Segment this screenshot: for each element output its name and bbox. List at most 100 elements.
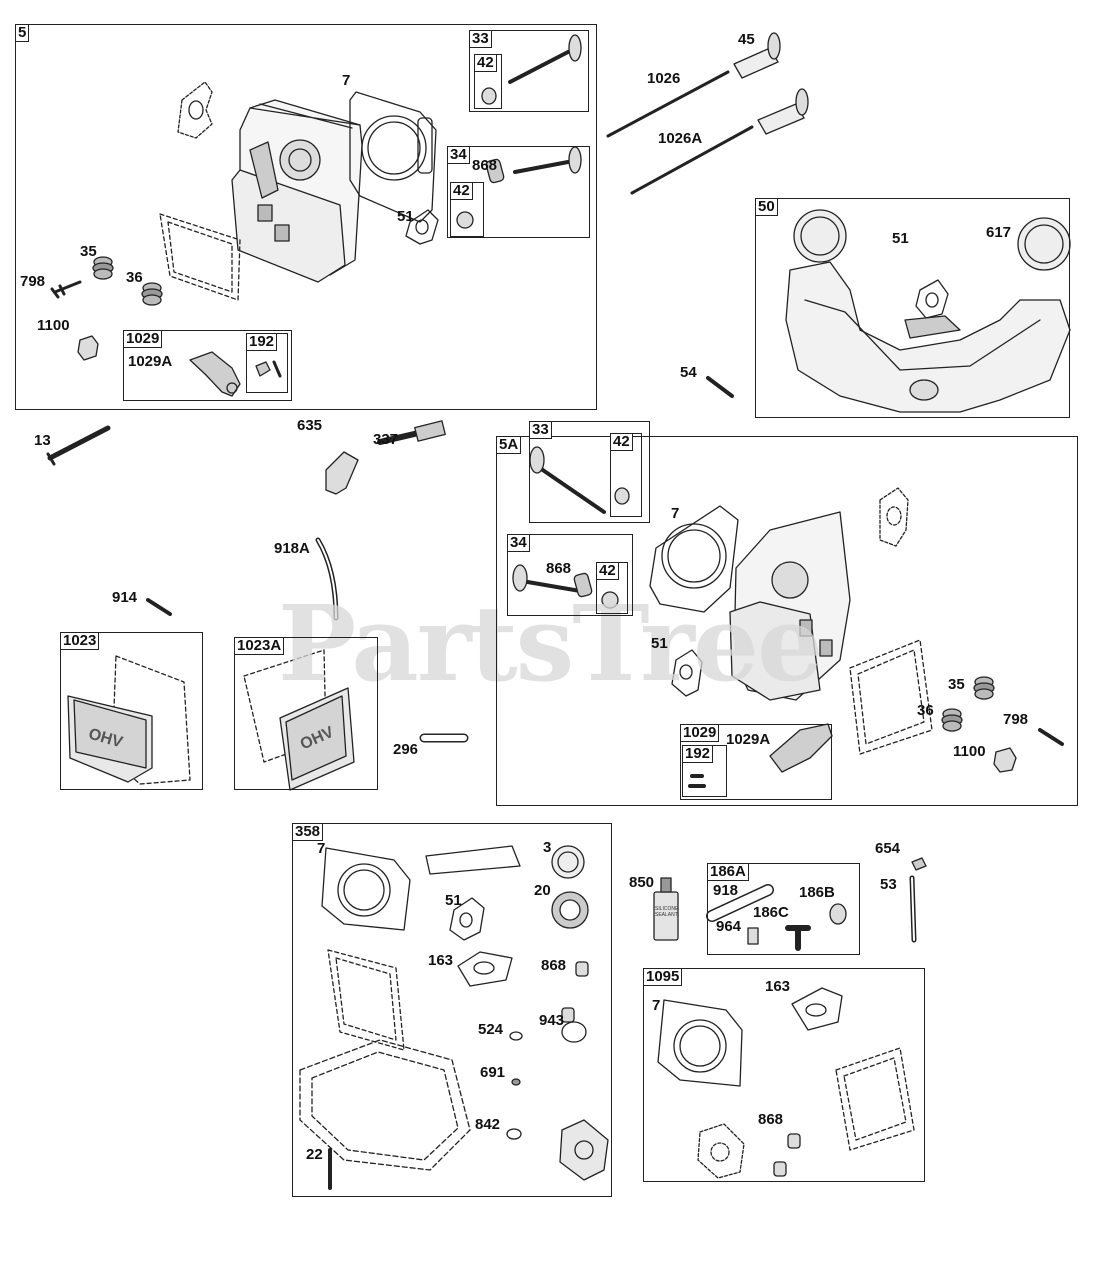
part-label[interactable]: 36 xyxy=(917,702,934,719)
part-label[interactable]: 524 xyxy=(478,1021,504,1038)
part-label[interactable]: 918A xyxy=(274,540,310,557)
part-label[interactable]: 337 xyxy=(373,431,399,448)
part-label[interactable]: 51 xyxy=(397,208,414,225)
part-label[interactable]: 868 xyxy=(758,1111,784,1128)
kit-box-5[interactable]: 5 xyxy=(15,24,597,410)
kit-number: 33 xyxy=(530,422,552,439)
kit-box-34[interactable]: 34 xyxy=(507,534,633,616)
part-label[interactable]: 964 xyxy=(716,918,742,935)
part-label[interactable]: 20 xyxy=(534,882,551,899)
part-label[interactable]: 868 xyxy=(472,157,498,174)
bolt-icon xyxy=(146,598,172,616)
part-label[interactable]: 36 xyxy=(126,269,143,286)
kit-box-1095[interactable]: 1095 xyxy=(643,968,925,1182)
kit-box-1029[interactable]: 1029 xyxy=(123,330,292,401)
part-label[interactable]: 3 xyxy=(543,839,552,856)
part-label[interactable]: 1026 xyxy=(647,70,681,87)
part-label[interactable]: 850 xyxy=(629,874,655,891)
part-label[interactable]: 798 xyxy=(20,273,46,290)
push-rod-icon xyxy=(606,70,730,138)
part-label[interactable]: 53 xyxy=(880,876,897,893)
part-label[interactable]: 654 xyxy=(875,840,901,857)
part-label[interactable]: 617 xyxy=(986,224,1012,241)
lifter-icon xyxy=(733,47,779,79)
part-label[interactable]: 163 xyxy=(428,952,454,969)
intake-manifold-icon xyxy=(785,261,1071,413)
kit-box-192[interactable]: 192 xyxy=(682,745,727,797)
kit-box-42[interactable]: 42 xyxy=(610,433,642,517)
part-label[interactable]: 35 xyxy=(80,243,97,260)
kit-box-33[interactable]: 33 xyxy=(469,30,589,112)
kit-box-42[interactable]: 42 xyxy=(474,54,502,109)
kit-number: 186A xyxy=(708,864,749,881)
part-label[interactable]: 635 xyxy=(297,417,323,434)
nut-icon xyxy=(77,335,99,361)
kit-number: 5 xyxy=(16,25,30,42)
kit-number: 42 xyxy=(451,183,473,200)
part-label[interactable]: 163 xyxy=(765,978,791,995)
part-label[interactable]: 35 xyxy=(948,676,965,693)
kit-box-358[interactable]: 358 xyxy=(292,823,612,1197)
kit-number: 1029 xyxy=(124,331,163,348)
bolt-icon xyxy=(706,376,734,398)
kit-number: 1029 xyxy=(681,725,720,742)
spark-plug-boot-icon xyxy=(325,451,359,495)
kit-number: 42 xyxy=(597,563,619,580)
part-label[interactable]: 7 xyxy=(317,840,326,857)
valve-cover-gasket-icon xyxy=(159,213,241,301)
kit-number: 1023 xyxy=(61,633,100,650)
kit-box-34[interactable]: 34 xyxy=(447,146,590,238)
kit-number: 34 xyxy=(448,147,470,164)
part-label[interactable]: 7 xyxy=(671,505,680,522)
part-label[interactable]: 918 xyxy=(713,882,739,899)
kit-box-1023A[interactable]: 1023A xyxy=(234,637,378,790)
part-label[interactable]: 51 xyxy=(445,892,462,909)
part-label[interactable]: 691 xyxy=(480,1064,506,1081)
kit-box-1023[interactable]: 1023 xyxy=(60,632,203,790)
kit-box-42[interactable]: 42 xyxy=(450,182,484,237)
part-label[interactable]: 868 xyxy=(541,957,567,974)
watermark: PartsTree xyxy=(278,582,823,705)
kit-number: 1023A xyxy=(235,638,285,655)
kit-box-50[interactable]: 50 xyxy=(755,198,1070,418)
part-label[interactable]: 1029A xyxy=(726,731,771,748)
kit-number: 33 xyxy=(470,31,492,48)
bolt-icon xyxy=(47,425,111,461)
gasket-icon xyxy=(177,81,213,139)
part-label[interactable]: 842 xyxy=(475,1116,501,1133)
kit-number: 42 xyxy=(611,434,633,451)
part-label[interactable]: 13 xyxy=(34,432,51,449)
kit-number: 34 xyxy=(508,535,530,552)
part-label[interactable]: 54 xyxy=(680,364,697,381)
part-label[interactable]: 798 xyxy=(1003,711,1029,728)
part-label[interactable]: 914 xyxy=(112,589,138,606)
kit-box-42[interactable]: 42 xyxy=(596,562,628,614)
kit-box-33[interactable]: 33 xyxy=(529,421,650,523)
part-label[interactable]: 1029A xyxy=(128,353,173,370)
kit-number: 5A xyxy=(497,437,522,454)
kit-number: 192 xyxy=(247,334,278,351)
part-label[interactable]: 51 xyxy=(651,635,668,652)
part-label[interactable]: 296 xyxy=(393,741,419,758)
part-label[interactable]: 1100 xyxy=(37,317,70,334)
part-label[interactable]: 186B xyxy=(799,884,835,901)
stud-icon xyxy=(50,280,82,299)
kit-box-5A[interactable]: 5A xyxy=(496,436,1078,806)
part-label[interactable]: 51 xyxy=(892,230,909,247)
part-label[interactable]: 868 xyxy=(546,560,572,577)
part-label[interactable]: 22 xyxy=(306,1146,323,1163)
kit-box-186A[interactable]: 186A xyxy=(707,863,860,955)
part-label[interactable]: 186C xyxy=(753,904,789,921)
kit-box-1029[interactable]: 1029 xyxy=(680,724,832,800)
valve-icon xyxy=(508,50,570,84)
part-label[interactable]: 45 xyxy=(738,31,755,48)
kit-box-192[interactable]: 192 xyxy=(246,333,288,393)
part-label[interactable]: 7 xyxy=(342,72,351,89)
part-label[interactable]: 1026A xyxy=(658,130,703,147)
part-label[interactable]: 1100 xyxy=(953,743,986,760)
part-label[interactable]: 943 xyxy=(539,1012,565,1029)
kit-number: 50 xyxy=(756,199,778,216)
valve-spring-icon xyxy=(92,256,163,306)
part-label[interactable]: 7 xyxy=(652,997,661,1014)
